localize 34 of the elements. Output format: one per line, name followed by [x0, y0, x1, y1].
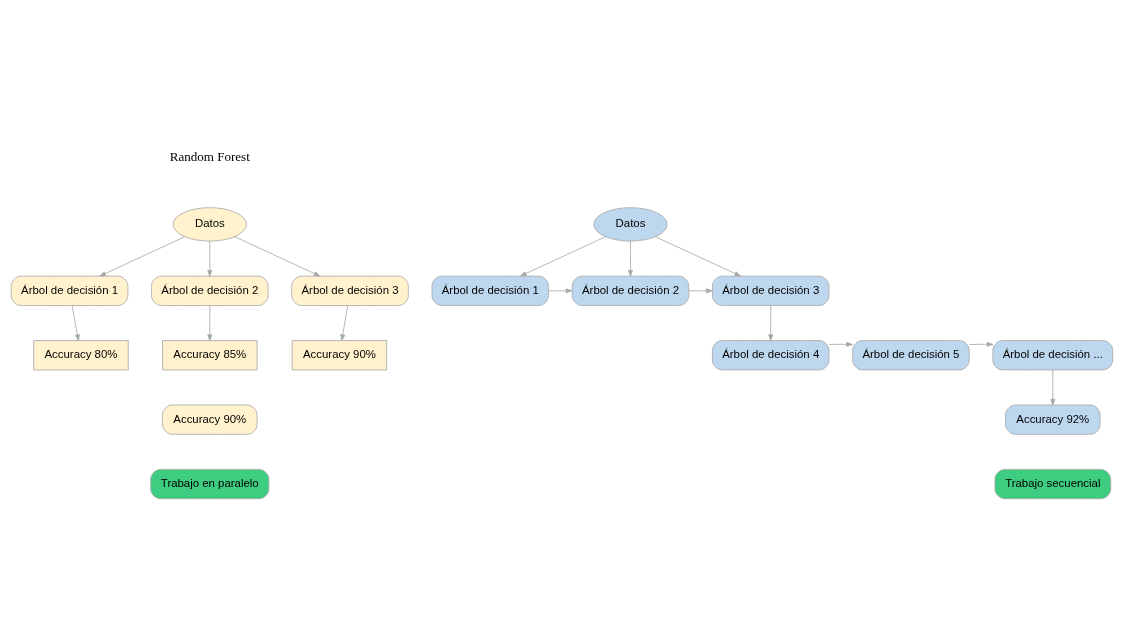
node-box: Árbol de decisión 3 — [291, 275, 409, 306]
node-box: Árbol de decisión 1 — [10, 275, 129, 306]
node-box: Accuracy 90% — [162, 404, 258, 435]
arrow — [207, 305, 213, 341]
node-box: Árbol de decisión ... — [992, 340, 1114, 371]
arrow — [768, 305, 774, 341]
arrow — [99, 236, 186, 277]
arrow — [207, 240, 213, 277]
arrow — [520, 236, 606, 277]
node-box: Árbol de decisión 3 — [712, 275, 830, 306]
node-box: Árbol de decisión 2 — [571, 275, 690, 306]
arrow — [71, 305, 80, 341]
node-box: Trabajo secuencial — [994, 468, 1112, 500]
node-ellipse: Datos — [172, 207, 247, 242]
arrow — [628, 240, 633, 277]
node-box: Árbol de decisión 2 — [151, 275, 269, 306]
node-box: Accuracy 80% — [33, 340, 129, 371]
node-box: Árbol de decisión 5 — [852, 340, 970, 371]
arrow — [655, 236, 741, 277]
label: Random Forest — [169, 149, 250, 165]
arrow — [688, 288, 713, 294]
arrow — [234, 236, 321, 277]
node-box: Árbol de decisión 1 — [431, 275, 549, 306]
arrow — [1050, 369, 1056, 406]
node-box: Trabajo en paralelo — [150, 468, 270, 500]
arrow — [828, 341, 853, 347]
node-box: Árbol de decisión 4 — [712, 340, 830, 371]
node-box: Accuracy 92% — [1005, 404, 1101, 435]
node-box: Accuracy 85% — [162, 340, 258, 371]
node-box: Accuracy 90% — [291, 340, 388, 371]
node-ellipse: Datos — [593, 207, 668, 242]
arrow — [340, 305, 349, 341]
arrow — [969, 341, 994, 347]
arrow — [548, 288, 573, 294]
